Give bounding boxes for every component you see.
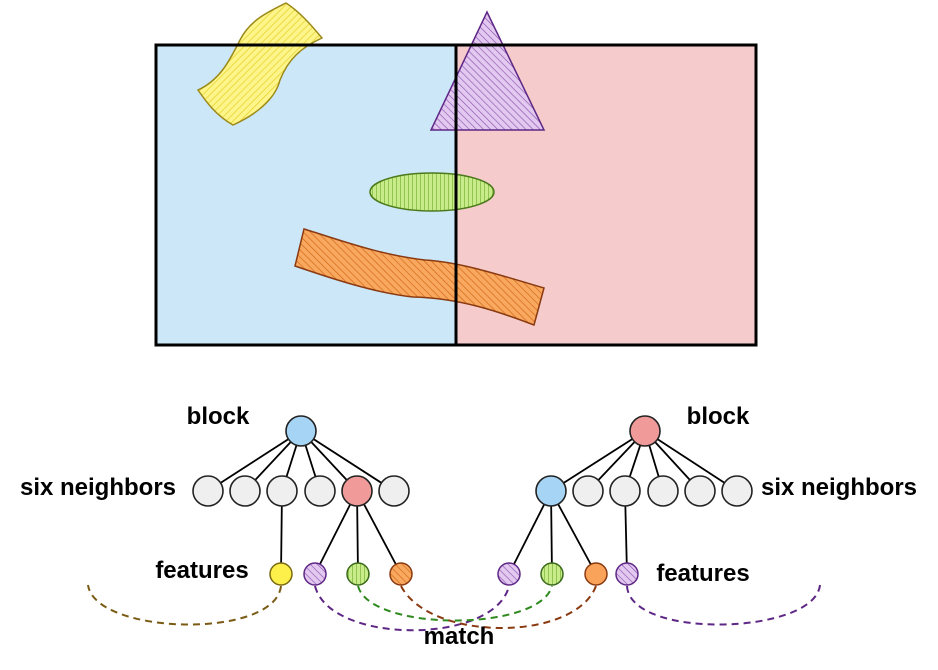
purple-feature-node — [615, 562, 639, 586]
orange-match-arc — [400, 585, 597, 629]
right-block-node — [629, 415, 661, 447]
green-feature-node — [346, 562, 370, 586]
right-neighbor-node-blue — [535, 475, 567, 507]
right-feature-nodes — [497, 562, 639, 586]
left-feature-nodes — [269, 562, 413, 586]
match-links — [87, 584, 821, 632]
left-neighbor-node-red — [341, 475, 373, 507]
purple-match-arc — [314, 585, 510, 632]
orange-band — [294, 228, 545, 326]
right-neighbor-node — [721, 475, 753, 507]
purple-outer-arc — [626, 584, 821, 626]
left-neighbor-node — [378, 475, 410, 507]
yellow-shape — [196, 2, 324, 126]
right-neighbor-node — [572, 475, 604, 507]
purple-feature-node — [303, 562, 327, 586]
green-ellipse — [369, 172, 495, 212]
green-feature-node — [540, 562, 564, 586]
orange-feature-node — [389, 562, 413, 586]
yellow-outer-arc — [87, 584, 282, 626]
right-tree-nodes — [535, 415, 753, 507]
features-label-right: features — [656, 560, 749, 587]
right-neighbor-node — [609, 475, 641, 507]
purple-triangle — [429, 10, 546, 131]
six-neighbors-label-right: six neighbors — [761, 474, 917, 501]
block-label-right: block — [687, 403, 750, 430]
purple-feature-node — [497, 562, 521, 586]
left-neighbor-node — [266, 475, 298, 507]
orange-feature-node — [584, 562, 608, 586]
left-neighbor-node — [192, 475, 224, 507]
left-tree-nodes — [192, 415, 410, 507]
left-block-node — [285, 415, 317, 447]
block-label-left: block — [187, 403, 250, 430]
right-neighbor-node — [684, 475, 716, 507]
match-label: match — [424, 623, 495, 650]
left-neighbor-node — [304, 475, 336, 507]
green-match-arc — [357, 585, 553, 622]
features-label-left: features — [155, 557, 248, 584]
yellow-feature-node — [269, 562, 293, 586]
image-blocks — [154, 2, 758, 347]
left-neighbor-node — [229, 475, 261, 507]
right-neighbor-node — [647, 475, 679, 507]
six-neighbors-label-left: six neighbors — [20, 474, 176, 501]
